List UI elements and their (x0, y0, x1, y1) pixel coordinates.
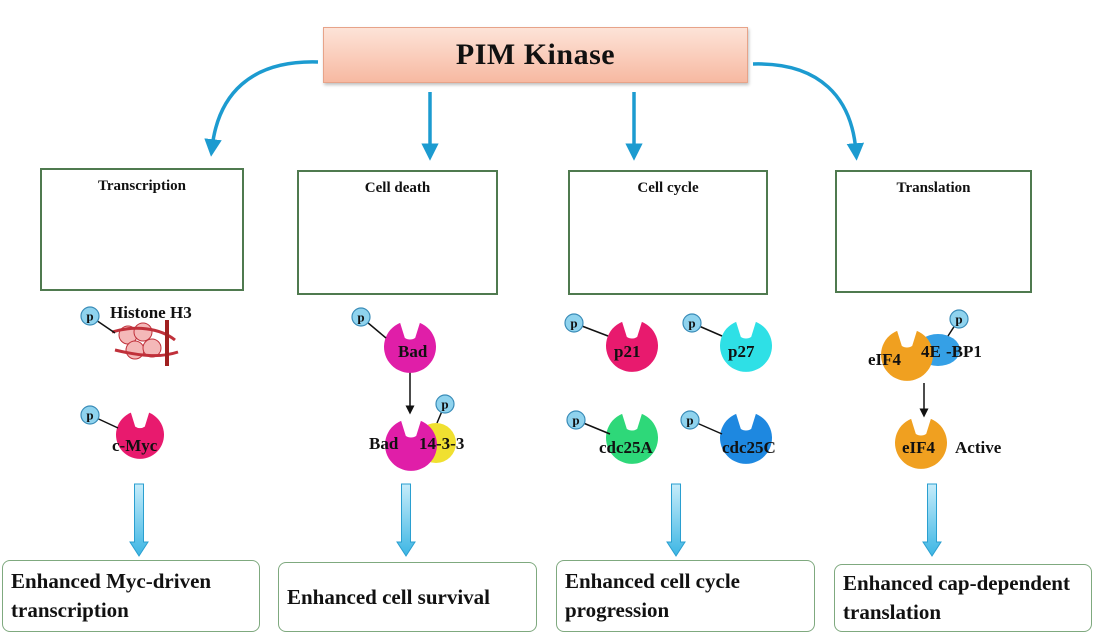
top-arrows (204, 60, 865, 161)
svg-text:p: p (357, 310, 364, 325)
phospho-bad: p (351, 307, 387, 339)
panel-transcription: Transcription (40, 168, 244, 291)
pim-kinase-box: PIM Kinase (323, 27, 748, 83)
phospho-layer: p p p p p p p p p (80, 306, 969, 435)
outcome-cell-cycle: Enhanced cell cycle progression (556, 560, 815, 632)
phospho-p27: p (682, 313, 723, 337)
arrow-to-translation (752, 62, 865, 161)
label-cdc25a: cdc25A (599, 438, 653, 457)
label-histone-h3: Histone H3 (110, 303, 192, 322)
outcome-cell-survival: Enhanced cell survival (278, 562, 537, 632)
svg-text:p: p (955, 312, 962, 327)
panel-cell-cycle: Cell cycle (568, 170, 768, 295)
outcome-myc-transcription: Enhanced Myc-driven transcription (2, 560, 260, 632)
protein-layer (116, 321, 948, 471)
outcome-text-translation: Enhanced cap-dependent translation (843, 571, 1070, 624)
outcome-text-myc: Enhanced Myc-driven transcription (11, 569, 212, 622)
svg-text:p: p (688, 316, 695, 331)
protein-cdc25a (606, 413, 658, 464)
label-c-myc: c-Myc (112, 436, 158, 455)
label-p21: p21 (614, 342, 641, 361)
panel-title-transcription: Transcription (97, 178, 187, 194)
protein-p21 (606, 321, 659, 372)
protein-bad (384, 322, 436, 373)
flow-arrow-translation (922, 483, 942, 557)
protein-bad-complex (385, 420, 437, 471)
phospho-14-3-3: p (435, 394, 455, 424)
outcome-text-survival: Enhanced cell survival (287, 584, 491, 609)
outcome-translation: Enhanced cap-dependent translation (834, 564, 1092, 632)
svg-text:p: p (572, 413, 579, 428)
flow-arrow-cell-survival (396, 483, 416, 557)
phospho-cdc25c: p (680, 410, 723, 435)
arrow-to-transcription (204, 60, 319, 157)
svg-text:p: p (86, 408, 93, 423)
flow-arrow-cell-cycle (666, 483, 686, 557)
label-eif4-active: eIF4 (902, 438, 936, 457)
svg-text:p: p (86, 309, 93, 324)
panel-translation: Translation (835, 170, 1032, 293)
flow-arrow-layer (129, 483, 942, 557)
phospho-4e-bp1: p (947, 309, 969, 337)
label-14-3-3: 14-3-3 (419, 434, 465, 453)
phospho-cdc25a: p (566, 410, 611, 435)
phospho-c-myc: p (80, 405, 119, 429)
label-cdc25c: cdc25C (722, 438, 776, 457)
label-active: Active (955, 438, 1002, 457)
phospho-histone: p (80, 306, 116, 334)
svg-text:p: p (441, 397, 448, 412)
outcome-text-cell-cycle: Enhanced cell cycle progression (565, 569, 740, 622)
panel-cell-death: Cell death (297, 170, 498, 295)
phospho-p21: p (564, 313, 609, 337)
label-bp1: -BP1 (946, 342, 982, 361)
svg-text:p: p (686, 413, 693, 428)
label-eif4: eIF4 (868, 350, 902, 369)
histone-glyph (111, 320, 179, 366)
panel-title-translation: Translation (896, 180, 971, 196)
protein-p27 (720, 321, 773, 372)
protein-eif4 (881, 330, 933, 381)
protein-cdc25c (720, 413, 773, 464)
panel-title-cell-cycle: Cell cycle (637, 180, 699, 196)
label-p27: p27 (728, 342, 755, 361)
panel-title-cell-death: Cell death (364, 180, 431, 196)
pim-kinase-title: PIM Kinase (455, 38, 616, 71)
label-bad: Bad (398, 342, 428, 361)
label-4e: 4E (921, 342, 941, 361)
flow-arrow-transcription (129, 483, 149, 557)
protein-eif4-active (895, 418, 948, 469)
svg-text:p: p (570, 316, 577, 331)
label-bad-complex: Bad (369, 434, 399, 453)
protein-c-myc (116, 412, 164, 459)
